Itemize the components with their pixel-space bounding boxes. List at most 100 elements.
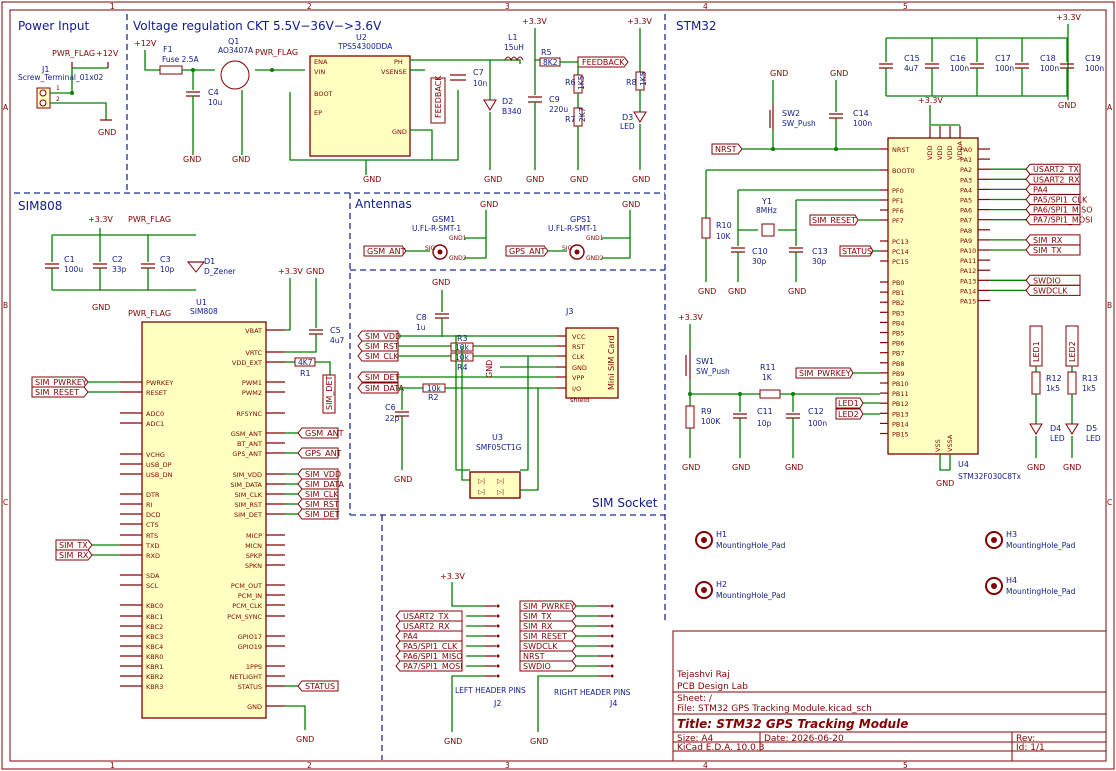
gnd-label: GND [484,175,502,184]
u1-right-pin-name: VRTC [245,349,262,357]
frame-column-labels: 1 2 3 4 5 1 2 3 4 5 [110,2,908,770]
j1-value: Screw_Terminal_01x02 [18,73,104,82]
u1-sim808 [141,321,267,719]
u4-left-pin-name: PB10 [892,380,909,388]
net-label-box [519,610,577,622]
u4-left-pin-name: PB15 [892,431,909,439]
j4-pin [610,664,614,668]
net-label-box [357,350,399,362]
row-label: A [1107,103,1113,112]
j3-pin-name: CLK [572,353,585,361]
u4-left-pin-name: PB6 [892,340,905,348]
gnd-label: GND [785,463,803,472]
v33-label: +3.3V [1056,13,1081,22]
u4-right-pin-name: PA11 [960,257,976,265]
net-label-box [1025,214,1081,226]
u4-left-pin-name: PB8 [892,360,905,368]
net-label-text: SWDIO [1033,276,1061,285]
section-title-antennas: Antennas [355,197,412,211]
r2-ref: R2 [428,393,439,402]
c14-value: 100n [853,119,872,128]
r3-ref: R3 [457,334,468,343]
net-label-text: USART2_TX [403,612,449,621]
r5-value: 8K2 [543,58,558,67]
tb-file: File: STM32 GPS Tracking Module.kicad_sc… [677,704,872,714]
u1-right-pin-name: NETLIGHT [230,673,262,681]
u1-left-pin-name: CTS [146,521,159,529]
cap-ref: C3 [160,255,171,264]
u4-right-pin-name: PA2 [960,166,972,174]
u1-right-pin-name: SPKN [245,562,262,570]
j2-pin [496,644,500,648]
net-label-box [519,600,577,612]
d1-ref: D1 [204,257,215,266]
net-label-text: NRST [523,652,545,661]
net-label-text: PA4 [403,632,418,641]
sim-det-net: SIM_DET [325,375,334,410]
headers-block: +3.3V USART2_TXUSART2_RXPA4PA5/SPI1_CLKP… [395,572,631,746]
gnd-label: GND [444,737,462,746]
u1-right-pin-name: MICN [245,542,262,550]
j3-pin-name: GND [572,364,587,372]
u1-right-pin-name: SIM_VDD [233,471,262,479]
c11-value: 10p [757,419,772,428]
v33-label: +3.3V [627,17,652,26]
r10-ref: R10 [716,221,732,230]
u1-value: SIM808 [190,307,218,316]
r12-ref: R12 [1046,374,1062,383]
u4-left-pin-name: PF1 [892,197,904,205]
u1-left-pin-name: RI [146,501,153,509]
u4-pin-vss: VSS [934,439,942,452]
title-block: Tejashvi Raj PCB Design Lab Sheet: / Fil… [672,630,1107,762]
u1-right-pin-name: MICP [246,532,262,540]
j2-ref: J2 [493,699,501,708]
gnd-label: GND [232,155,250,164]
sim-pwrkey-net: SIM_PWRKEY [799,369,851,378]
row-label: C [1107,498,1112,507]
u4-left-pin-name: PC13 [892,238,909,246]
net-label-box [519,630,577,642]
u4-left-pin-name: PB0 [892,279,905,287]
u1-right-pin-name: STATUS [238,683,262,691]
d3-value: LED [620,122,635,131]
svg-text:▷|: ▷| [478,488,485,496]
j3-pin-name: VPP [572,374,584,382]
cap-value: 4u7 [904,64,919,73]
u1-right-pin-name: SIM_DATA [230,481,262,489]
net-label-text: SIM_CLK [305,490,339,499]
u1-left-pin-name: KBR3 [146,683,163,691]
v33-label: +3.3V [918,96,943,105]
c9-ref: C9 [549,95,560,104]
nrst-net: NRST [715,145,737,154]
j3-pin-name: RST [572,343,585,351]
v33-label: +3.3V [522,17,547,26]
cap-ref: C1 [64,255,75,264]
tb-kicad: KiCad E.D.A. 10.0.3 [677,743,764,753]
net-label-text: SIM_RX [523,622,553,631]
tb-size: Size: A4 [677,734,714,744]
col-label: 1 [110,2,115,11]
pwr-flag-label: PWR_FLAG [255,48,298,57]
u2-pin-gnd: GND [392,128,407,136]
u4-right-pin-name: PA13 [960,277,976,285]
u3-value: SMF05CT1G [476,443,522,452]
u1-right-pin-name: PCM_CLK [232,602,262,610]
d4-ref: D4 [1050,424,1061,433]
h3-ref: H3 [1006,530,1017,539]
gps-ant-net: GPS_ANT [509,247,546,256]
u1-right-pin-name: GPIO19 [238,643,262,651]
y1-ref: Y1 [761,197,772,206]
net-label-text: SIM_TX [59,541,88,550]
u1-left-pin-name: ADC0 [146,410,164,418]
u4-right-pin-name: PA12 [960,267,976,275]
net-label-text: PA6/SPI1_MISO [1033,206,1093,215]
u2-pin-ph: PH [394,58,403,66]
u4-left-pin-name: PB3 [892,309,905,317]
u4-right-pin-name: PA3 [960,176,972,184]
v12-label: +12V [134,39,157,48]
gps1-sig: SIG [562,245,573,252]
f1-ref: F1 [163,45,173,54]
